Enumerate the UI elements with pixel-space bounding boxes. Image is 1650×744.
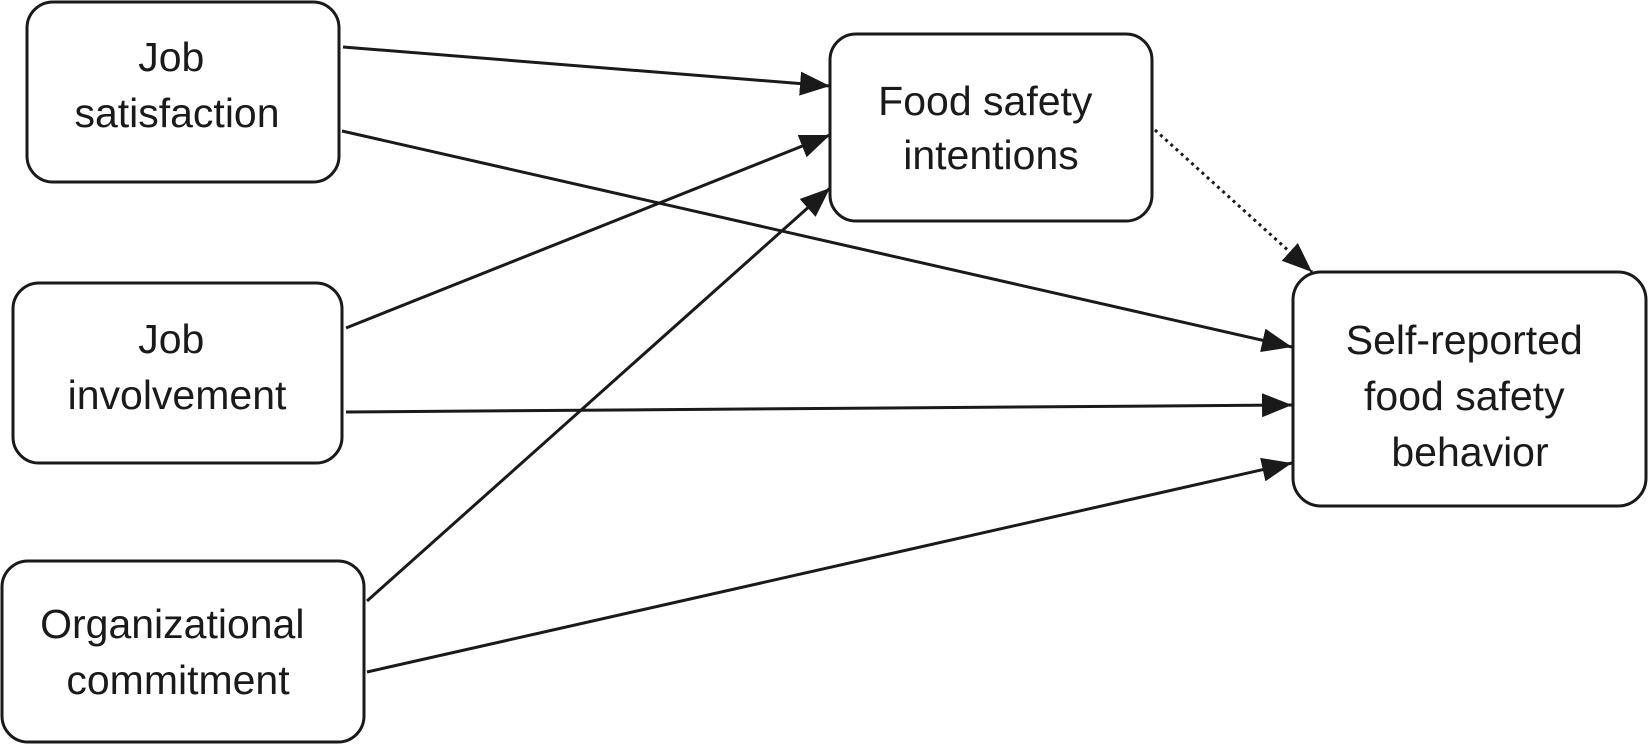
node-self-reported-behavior: Self-reported food safety behavior bbox=[1291, 270, 1648, 508]
svg-text:Job involvement: Job involvement bbox=[68, 316, 287, 418]
node-label-line: Organizational bbox=[40, 601, 304, 647]
node-label-line: Job bbox=[138, 316, 204, 362]
node-job-satisfaction: Job satisfaction bbox=[25, 0, 341, 184]
edge-org-commitment-to-behavior bbox=[366, 457, 1293, 674]
node-label-line: Job bbox=[138, 34, 204, 80]
node-job-involvement: Job involvement bbox=[11, 281, 344, 465]
edge-intentions-to-behavior bbox=[1153, 128, 1314, 274]
svg-text:Organizational commitmen: Organizational commitment bbox=[40, 601, 316, 703]
svg-text:Job satisfaction: Job satisfaction bbox=[74, 34, 279, 136]
node-label-line: commitment bbox=[66, 657, 290, 703]
edge-job-satisfaction-to-behavior bbox=[341, 129, 1293, 353]
svg-text:Self-reported food safet: Self-reported food safety behavior bbox=[1346, 317, 1594, 475]
svg-text:Food safety intentions: Food safety intentions bbox=[878, 78, 1104, 178]
node-label-line: satisfaction bbox=[74, 90, 279, 136]
edges-group bbox=[341, 45, 1314, 674]
node-organizational-commitment: Organizational commitment bbox=[0, 559, 366, 744]
node-label-line: food safety bbox=[1364, 373, 1565, 419]
edge-job-satisfaction-to-intentions bbox=[342, 45, 831, 96]
node-food-safety-intentions: Food safety intentions bbox=[828, 32, 1154, 223]
node-label-line: Self-reported bbox=[1346, 317, 1583, 363]
node-label-line: behavior bbox=[1391, 429, 1548, 475]
edge-job-involvement-to-behavior bbox=[345, 393, 1293, 418]
edge-org-commitment-to-intentions bbox=[366, 186, 831, 603]
node-label-line: intentions bbox=[903, 132, 1079, 178]
node-label-line: Food safety bbox=[878, 78, 1093, 124]
edge-job-involvement-to-intentions bbox=[345, 133, 831, 330]
node-label-line: involvement bbox=[68, 372, 287, 418]
